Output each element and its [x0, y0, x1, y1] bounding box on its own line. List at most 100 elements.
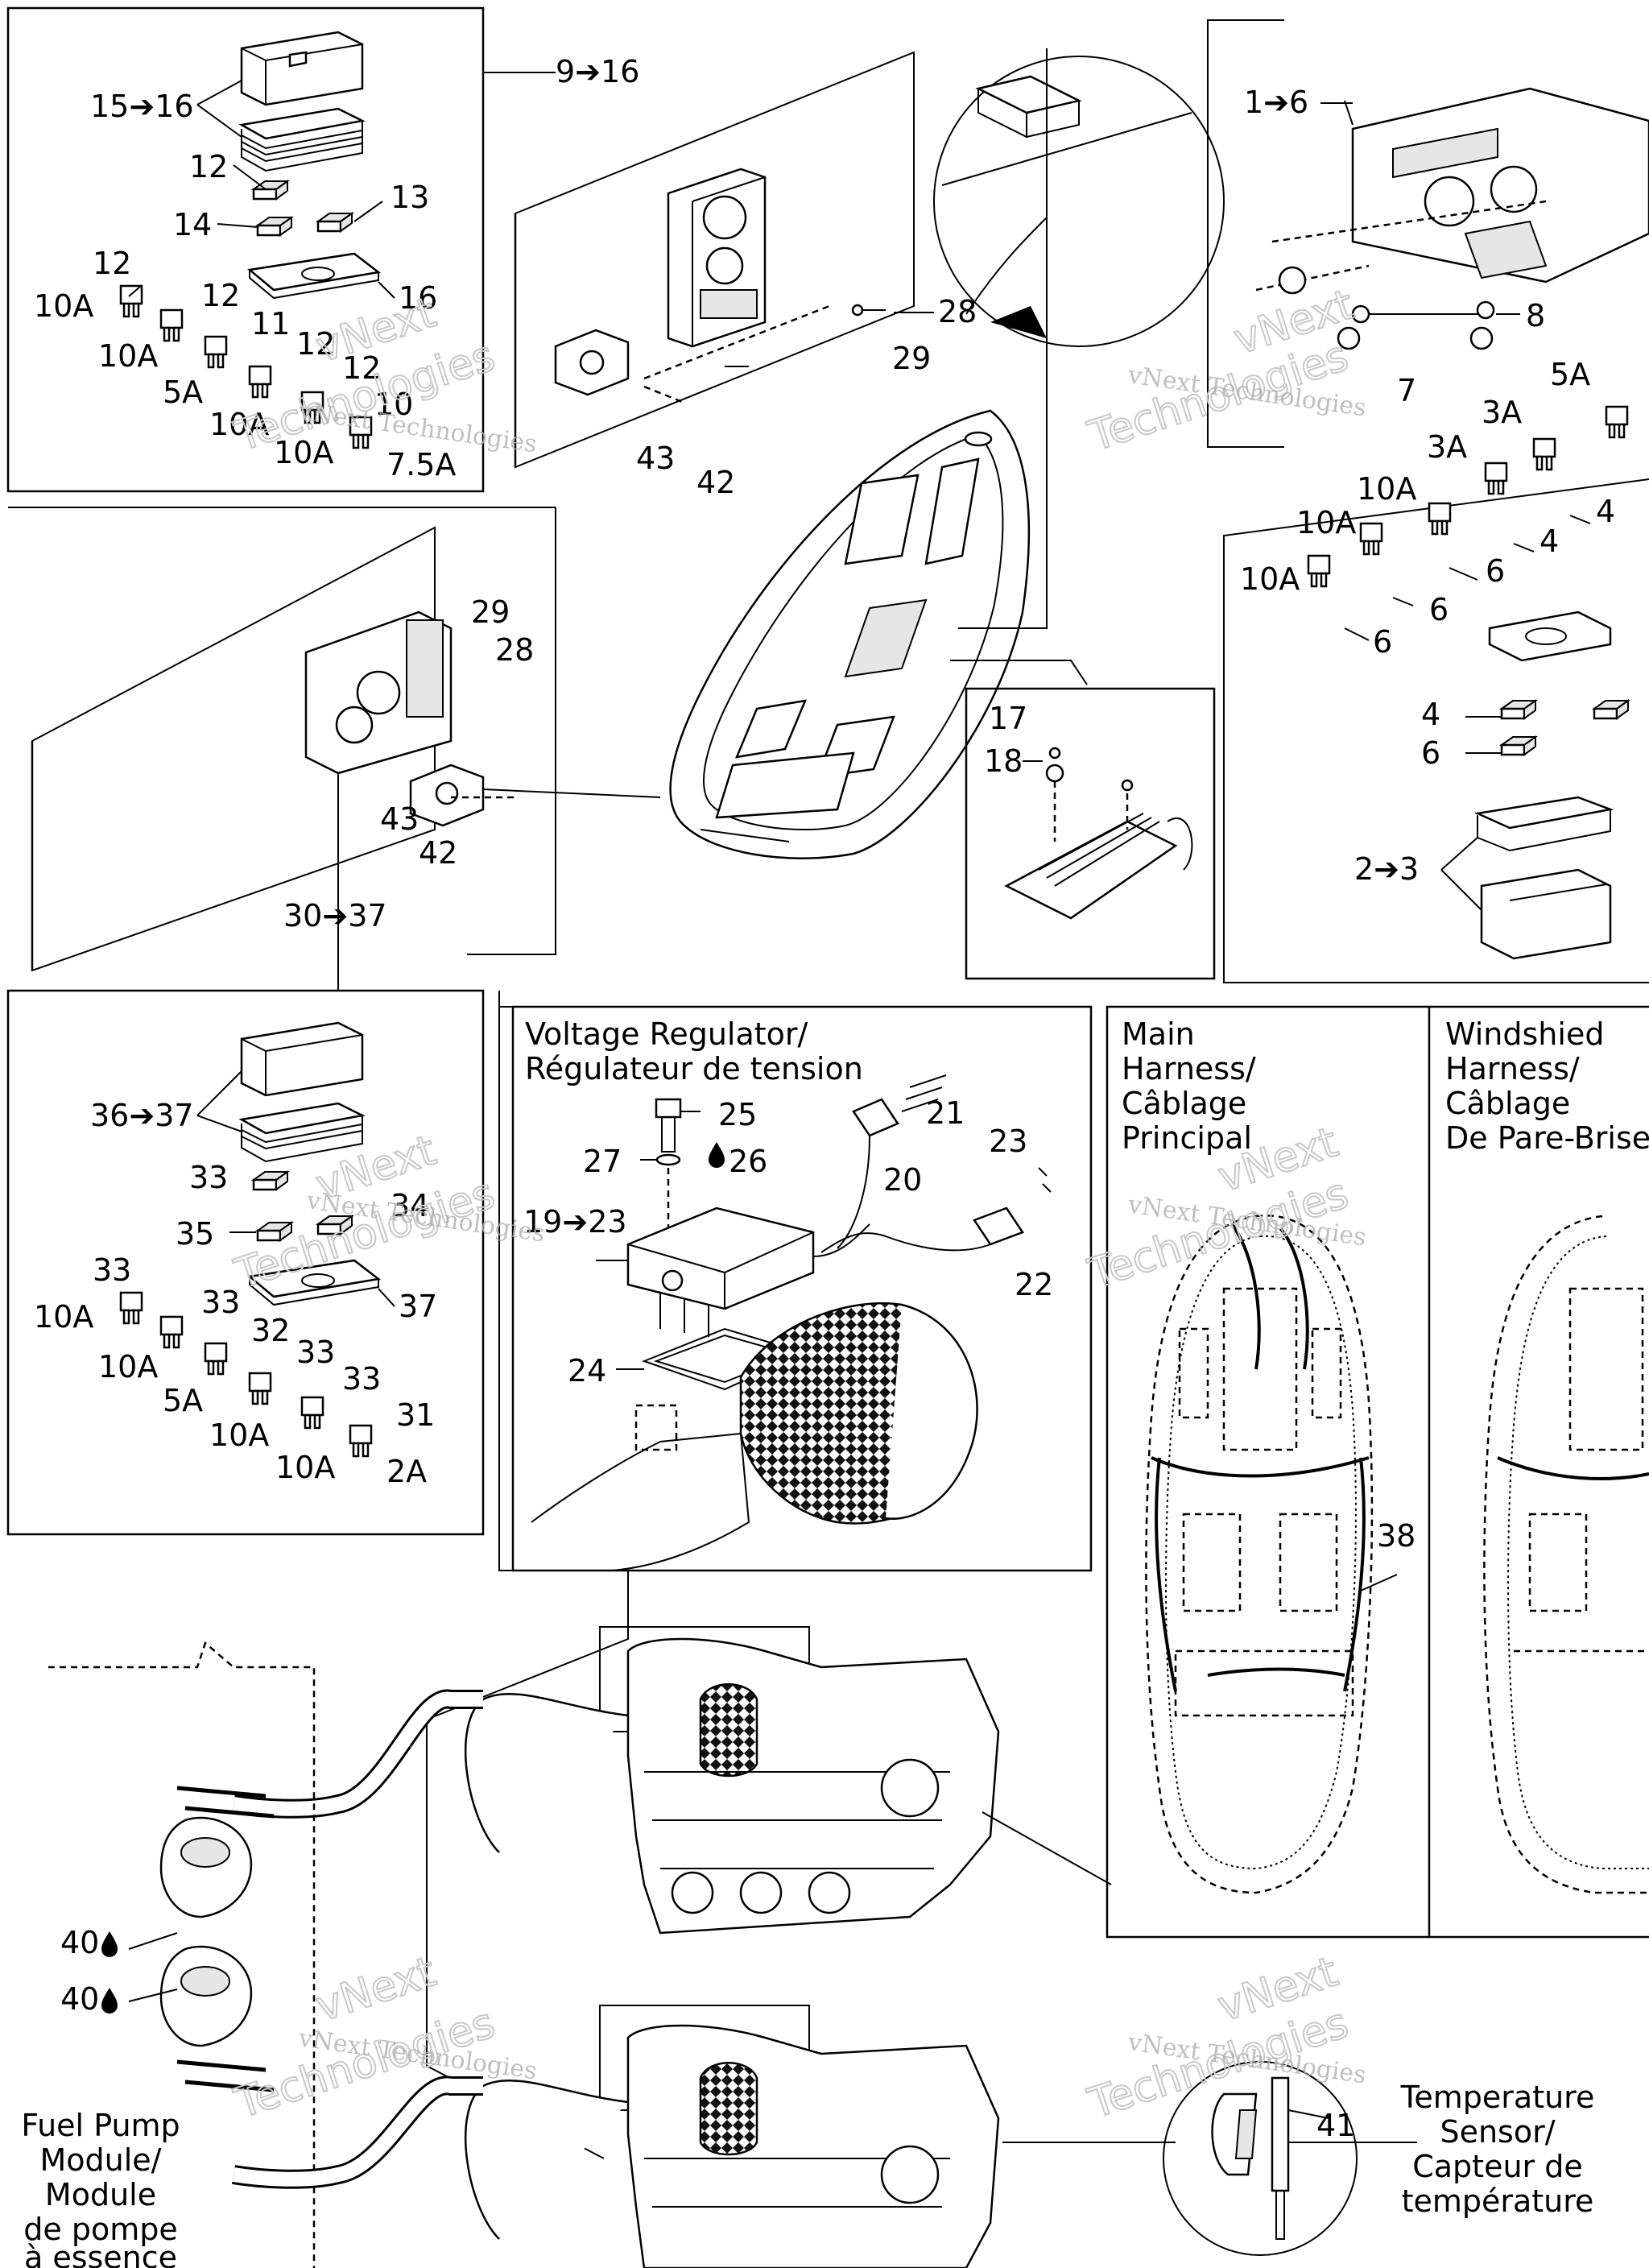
callout-12: 12 [201, 278, 240, 313]
fuse-box-panel-lower-left [6, 989, 485, 1536]
fuel-pump-line4: de pompe [23, 2212, 177, 2247]
callout-7: 7 [1397, 373, 1416, 408]
lubricant-drop-icon [709, 1142, 725, 1168]
fuel-pump-line3: Module [45, 2177, 156, 2212]
callout-10a: 10A [1240, 561, 1300, 597]
temperature-sensor-line1: Temperature [1400, 2080, 1595, 2115]
callout-27: 27 [583, 1144, 622, 1179]
callout-43: 43 [380, 801, 419, 837]
callout-37: 37 [399, 1289, 437, 1324]
callout-34: 34 [391, 1188, 429, 1223]
callout-4: 4 [1421, 697, 1440, 732]
temperature-sensor-line3: Capteur de [1412, 2149, 1583, 2184]
callout-12: 12 [189, 149, 228, 184]
windshield-harness-line3: Câblage [1445, 1086, 1570, 1121]
callout-29: 29 [471, 594, 510, 630]
windshield-harness-line1: Windshied [1445, 1016, 1604, 1052]
callout-28: 28 [938, 294, 977, 329]
voltage-regulator-title-fr: Régulateur de tension [525, 1051, 863, 1086]
main-harness-line2: Harness/ [1122, 1051, 1256, 1086]
callout-10a: 10A [209, 1418, 269, 1453]
callout-40: 40 [60, 1925, 99, 1960]
callout-15-16: 15➔16 [90, 89, 194, 124]
callout-4: 4 [1539, 524, 1559, 559]
callout-29: 29 [892, 341, 931, 376]
callout-22: 22 [1015, 1267, 1053, 1302]
fuse-box-panel-right [1223, 405, 1649, 983]
callout-2a: 2A [386, 1454, 427, 1489]
main-harness-line1: Main [1122, 1016, 1195, 1052]
callout-12: 12 [342, 350, 381, 386]
callout-6: 6 [1421, 735, 1440, 771]
callout-25: 25 [718, 1097, 757, 1132]
callout-21: 21 [926, 1095, 965, 1131]
callout-10a: 10A [98, 1349, 158, 1384]
callout-14: 14 [173, 207, 212, 242]
watercraft-hull [669, 409, 1031, 859]
callout-2-3: 2➔3 [1354, 851, 1419, 887]
callout-33: 33 [296, 1335, 335, 1370]
callout-7-5a: 7.5A [386, 447, 456, 482]
callout-17: 17 [989, 701, 1027, 736]
windshield-harness-panel [1429, 1005, 1649, 1939]
windshield-harness-line2: Harness/ [1445, 1051, 1580, 1086]
callout-41: 41 [1316, 2108, 1355, 2143]
engine-upper [159, 1571, 1112, 2159]
callout-6: 6 [1373, 624, 1392, 660]
callout-10: 10 [374, 387, 413, 422]
callout-1-6: 1➔6 [1244, 85, 1308, 120]
callout-19-23: 19➔23 [523, 1204, 627, 1240]
callout-13: 13 [391, 180, 429, 215]
callout-33: 33 [189, 1160, 228, 1195]
callout-11: 11 [251, 306, 290, 341]
callout-5a: 5A [1550, 357, 1590, 392]
detail-circle [933, 56, 1225, 347]
callout-10a: 10A [1357, 471, 1416, 507]
callout-33: 33 [93, 1252, 131, 1288]
main-harness-line3: Câblage [1122, 1086, 1246, 1121]
voltage-regulator-panel [498, 991, 1093, 1572]
callout-9-16: 9➔16 [556, 54, 639, 89]
engine-lower [128, 1932, 1176, 2268]
callout-16: 16 [399, 280, 437, 316]
temperature-sensor-line2: Sensor/ [1440, 2114, 1555, 2150]
callout-10a: 10A [34, 288, 93, 324]
windshield-harness-line4: De Pare-Brise [1445, 1120, 1649, 1156]
lubricant-drop-icon [101, 1931, 118, 1957]
fuel-pump-line1: Fuel Pump [21, 2108, 180, 2143]
callout-28: 28 [495, 632, 534, 668]
fuel-pump-line2: Module/ [40, 2142, 162, 2178]
callout-12: 12 [93, 246, 131, 281]
callout-5a: 5A [163, 1383, 203, 1418]
callout-12: 12 [296, 326, 335, 362]
fuel-pump-line5: à essence [24, 2240, 177, 2268]
main-harness-panel [1106, 1005, 1431, 1939]
callout-10a: 10A [34, 1299, 93, 1335]
callout-33: 33 [342, 1361, 381, 1397]
callout-33: 33 [201, 1285, 240, 1320]
callout-8: 8 [1526, 298, 1545, 333]
callout-38: 38 [1377, 1518, 1415, 1554]
callout-4: 4 [1596, 494, 1615, 529]
fuse-box-mount-top [483, 51, 915, 469]
callout-18: 18 [984, 743, 1023, 779]
fuse-box-panel-top-left [6, 6, 485, 493]
callout-42: 42 [696, 465, 735, 500]
callout-10a: 10A [274, 435, 333, 470]
callout-6: 6 [1429, 592, 1449, 627]
callout-43: 43 [636, 441, 675, 476]
watermark-2: vNext Technologies vNext Technologies [1082, 279, 1368, 461]
callout-6: 6 [1486, 553, 1505, 589]
callout-10a: 10A [275, 1450, 335, 1485]
callout-10a: 10A [209, 407, 269, 442]
callout-31: 31 [396, 1397, 435, 1433]
callout-26: 26 [729, 1144, 767, 1179]
fuse-box-mount-middle [8, 507, 661, 991]
callout-10a: 10A [98, 338, 158, 374]
callout-42: 42 [419, 835, 457, 871]
callout-5a: 5A [163, 375, 203, 410]
callout-36-37: 36➔37 [90, 1098, 194, 1133]
lubricant-drop-icon [101, 1988, 118, 2013]
voltage-regulator-title-en: Voltage Regulator/ [525, 1016, 808, 1052]
